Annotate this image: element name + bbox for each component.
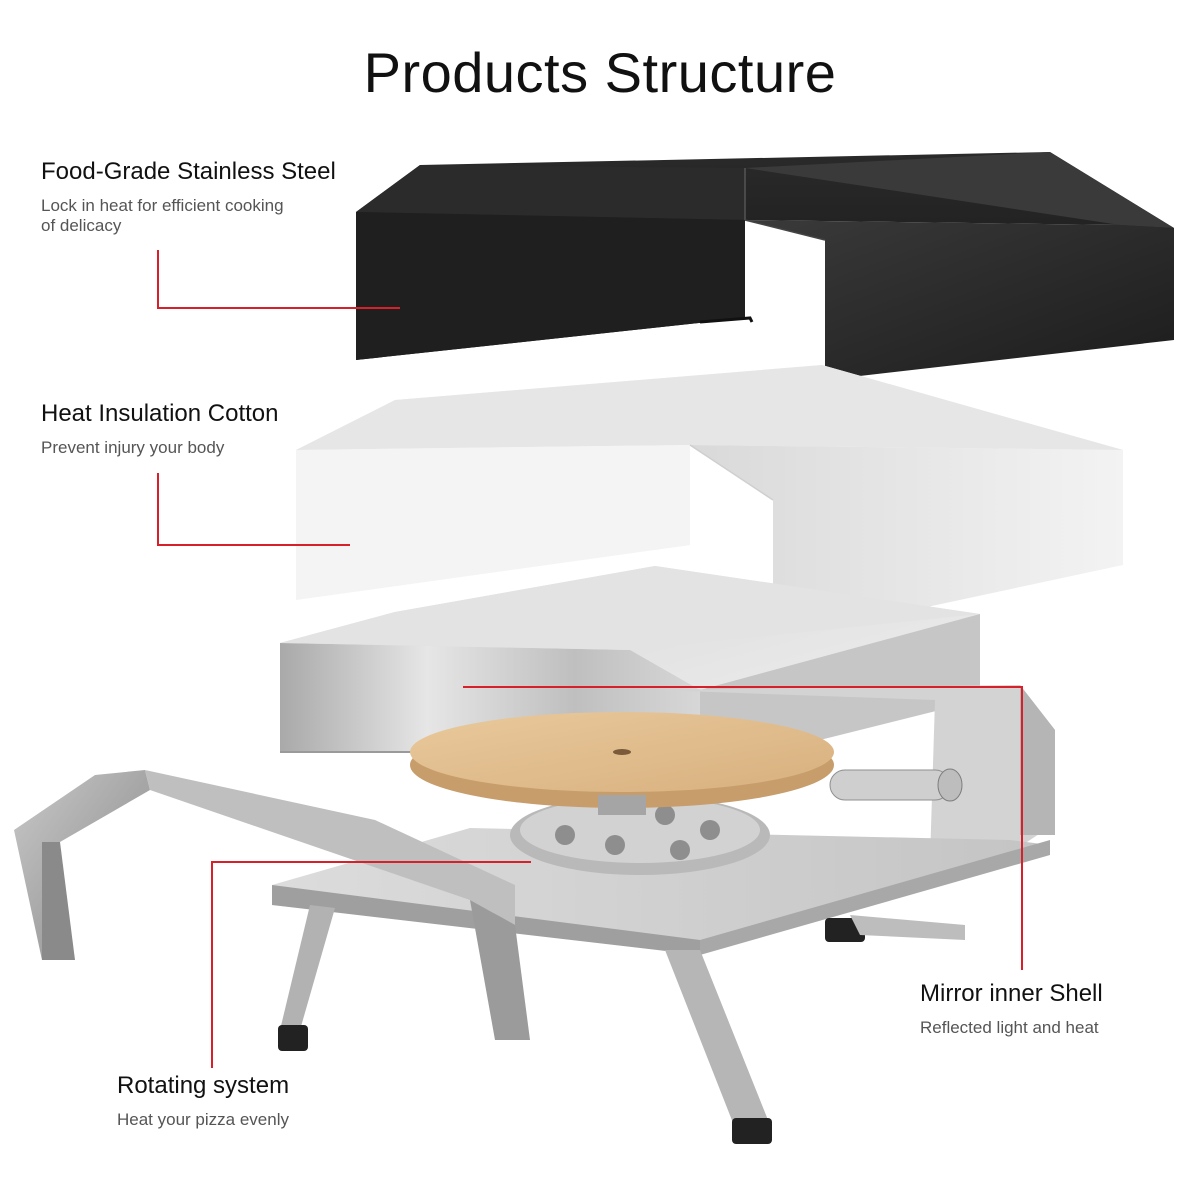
callout-description: Lock in heat for efficient cooking of de…: [41, 196, 284, 235]
callout-description: Heat your pizza evenly: [117, 1110, 289, 1129]
callout-line-steel: [157, 250, 400, 309]
callout-line-cotton: [157, 473, 350, 546]
callout-description: Reflected light and heat: [920, 1018, 1099, 1037]
pizza-stone: [410, 712, 834, 815]
callout-description: Prevent injury your body: [41, 438, 225, 457]
callout-heading: Food-Grade Stainless Steel: [41, 158, 336, 185]
outer-steel-shell: [356, 152, 1174, 383]
callout-heat-insulation-cotton: Heat Insulation Cotton Prevent injury yo…: [41, 400, 278, 458]
callout-rotating-system: Rotating system Heat your pizza evenly: [117, 1072, 289, 1130]
front-handle-frame: [14, 770, 530, 1040]
callout-heading: Mirror inner Shell: [920, 980, 1103, 1007]
callout-mirror-inner-shell: Mirror inner Shell Reflected light and h…: [920, 980, 1103, 1038]
callout-lines: [157, 250, 1023, 1068]
callout-heading: Heat Insulation Cotton: [41, 400, 279, 427]
callout-heading: Rotating system: [117, 1072, 290, 1099]
callout-line-rotate: [211, 861, 531, 1068]
oven-base: [272, 685, 1055, 955]
callout-line-mirror: [463, 686, 1023, 970]
page-title: Products Structure: [363, 41, 837, 104]
oven-legs: [278, 905, 965, 1144]
callout-food-grade-steel: Food-Grade Stainless Steel Lock in heat …: [41, 158, 336, 236]
